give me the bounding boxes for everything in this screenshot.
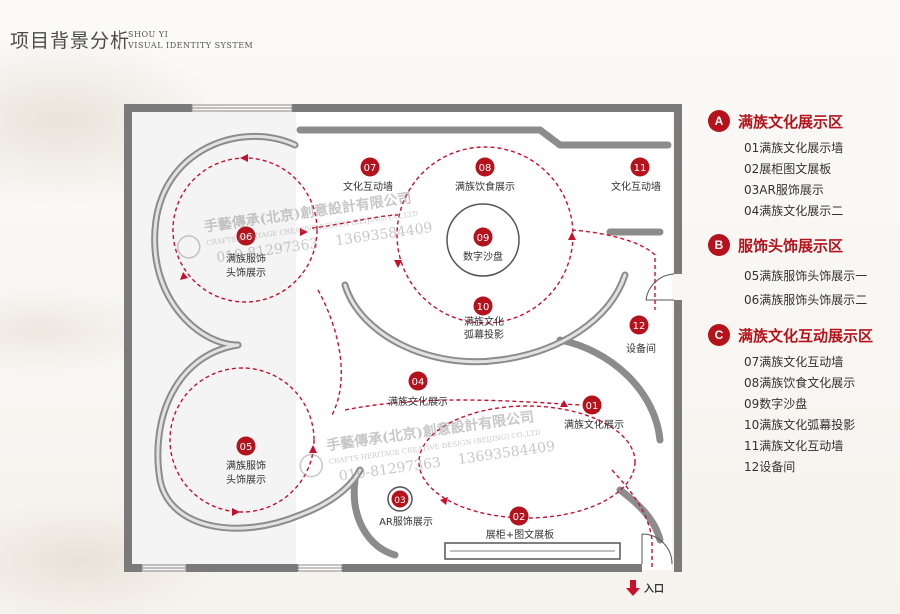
zone-a: A 满族文化展示区 01满族文化展示墙 02展柜图文展板 03AR服饰展示 04… bbox=[708, 108, 898, 222]
station-10-label-line1: 满族文化 bbox=[464, 315, 504, 328]
station-03-label: AR服饰展示 bbox=[379, 515, 433, 528]
path-arrows bbox=[180, 154, 576, 516]
station-08-label: 满族饮食展示 bbox=[455, 180, 515, 193]
station-02: 02 展柜+图文展板 bbox=[486, 506, 554, 541]
station-11-number: 11 bbox=[634, 163, 647, 174]
station-10-label-line2: 弧幕投影 bbox=[464, 328, 504, 341]
brand-tagline: VISUAL IDENTITY SYSTEM bbox=[128, 41, 254, 50]
station-05-number: 05 bbox=[240, 442, 253, 453]
zone-a-item: 02展柜图文展板 bbox=[744, 162, 832, 176]
entrance-label: 入口 bbox=[644, 583, 664, 595]
zone-b: B 服饰头饰展示区 05满族服饰头饰展示一 06满族服饰头饰展示二 bbox=[708, 232, 898, 312]
station-08: 08 满族饮食展示 bbox=[455, 157, 515, 193]
zone-b-badge: B bbox=[708, 234, 730, 256]
station-04-label: 满族文化展示 bbox=[388, 395, 448, 408]
display-cabinet bbox=[444, 542, 621, 560]
zone-a-item: 04满族文化展示二 bbox=[744, 204, 844, 218]
zone-c-item: 07满族文化互动墙 bbox=[744, 355, 844, 369]
station-11-label: 文化互动墙 bbox=[611, 180, 661, 193]
station-10-number: 10 bbox=[477, 302, 490, 313]
outer-walls bbox=[124, 104, 682, 572]
station-09: 09 数字沙盘 bbox=[463, 227, 503, 263]
zone-a-item: 01满族文化展示墙 bbox=[744, 141, 844, 155]
zone-c-item: 10满族文化弧幕投影 bbox=[744, 418, 856, 432]
station-05: 05 满族服饰 头饰展示 bbox=[226, 436, 266, 486]
station-02-number: 02 bbox=[513, 512, 526, 523]
watermark-seal-icon bbox=[176, 235, 201, 259]
zone-c-item: 08满族饮食文化展示 bbox=[744, 376, 856, 390]
zone-a-title: 满族文化展示区 bbox=[738, 112, 844, 131]
zone-c-item: 11满族文化互动墙 bbox=[744, 439, 844, 453]
windows bbox=[141, 104, 343, 572]
station-05-label-line2: 头饰展示 bbox=[226, 473, 266, 486]
station-07-label: 文化互动墙 bbox=[343, 180, 393, 193]
station-12-label: 设备间 bbox=[626, 342, 656, 355]
zone-legend: A 满族文化展示区 01满族文化展示墙 02展柜图文展板 03AR服饰展示 04… bbox=[708, 108, 898, 484]
zone-a-item: 03AR服饰展示 bbox=[744, 183, 824, 197]
station-12: 12 设备间 bbox=[626, 315, 656, 355]
station-03: 03 AR服饰展示 bbox=[379, 486, 433, 528]
station-01-label: 满族文化展示 bbox=[564, 418, 624, 431]
station-08-number: 08 bbox=[479, 163, 492, 174]
zone-c-badge: C bbox=[708, 324, 730, 346]
station-12-number: 12 bbox=[633, 321, 646, 332]
station-05-label-line1: 满族服饰 bbox=[226, 459, 266, 472]
zone-c-item: 09数字沙盘 bbox=[744, 397, 808, 411]
zone-b-title: 服饰头饰展示区 bbox=[738, 236, 844, 255]
station-09-label: 数字沙盘 bbox=[463, 250, 503, 263]
header-divider bbox=[119, 30, 120, 50]
station-07: 07 文化互动墙 bbox=[343, 157, 393, 193]
station-06-label-line1: 满族服饰 bbox=[226, 252, 266, 265]
zone-b-item: 05满族服饰头饰展示一 bbox=[744, 269, 868, 283]
zone-c: C 满族文化互动展示区 07满族文化互动墙 08满族饮食文化展示 09数字沙盘 … bbox=[708, 322, 898, 478]
zone-c-title: 满族文化互动展示区 bbox=[738, 326, 874, 345]
zone-c-item: 12设备间 bbox=[744, 460, 796, 474]
zone-b-item: 06满族服饰头饰展示二 bbox=[744, 293, 868, 307]
entrance-arrow-icon bbox=[626, 580, 640, 596]
station-02-label: 展柜+图文展板 bbox=[486, 528, 554, 541]
station-01: 01 满族文化展示 bbox=[564, 395, 624, 431]
station-09-number: 09 bbox=[477, 233, 490, 244]
station-07-number: 07 bbox=[364, 163, 377, 174]
station-01-number: 01 bbox=[586, 401, 599, 412]
station-markers: 01 满族文化展示 02 展柜+图文展板 03 AR服饰展示 04 满族文化展示… bbox=[226, 157, 661, 541]
watermark-seal-icon bbox=[299, 453, 324, 478]
station-06-number: 06 bbox=[240, 232, 253, 243]
curved-wall-inner bbox=[153, 134, 627, 530]
station-06-label-line2: 头饰展示 bbox=[226, 266, 266, 279]
brand-name: SHOU YI bbox=[128, 30, 169, 39]
zone-a-badge: A bbox=[708, 110, 730, 132]
station-04-number: 04 bbox=[412, 377, 425, 388]
entrance-door bbox=[641, 533, 673, 565]
station-06: 06 满族服饰 头饰展示 bbox=[226, 226, 266, 279]
station-04: 04 满族文化展示 bbox=[388, 371, 448, 408]
station-11: 11 文化互动墙 bbox=[611, 157, 661, 193]
station-03-number: 03 bbox=[394, 496, 405, 506]
page-title: 项目背景分析 bbox=[10, 30, 131, 52]
station-10: 10 满族文化 弧幕投影 bbox=[464, 296, 504, 341]
